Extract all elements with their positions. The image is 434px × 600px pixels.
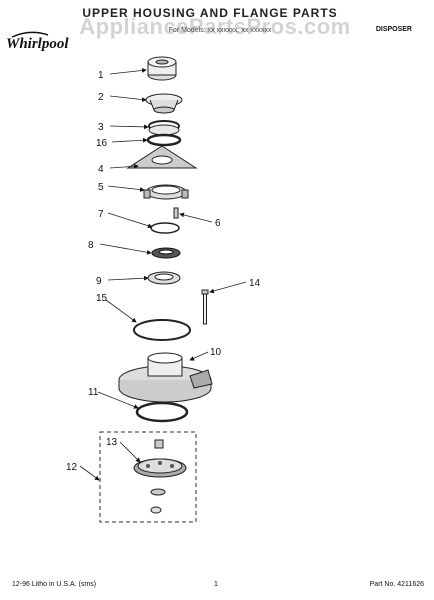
part-11-bottom-gasket <box>135 401 189 423</box>
page-title: UPPER HOUSING AND FLANGE PARTS <box>82 6 338 20</box>
callout-4: 4 <box>98 164 104 175</box>
part-5-mounting-ring <box>143 184 189 200</box>
models-line: For Models: xx xxxxxx, xx xxxxxx <box>168 27 272 34</box>
whirlpool-swoosh-icon <box>11 31 49 38</box>
callout-3: 3 <box>98 122 104 133</box>
leader-lines <box>79 68 247 481</box>
callout-6: 6 <box>215 218 221 229</box>
part-8-fiber-gasket <box>151 247 181 259</box>
footer-page-number: 1 <box>214 581 218 588</box>
part-9-backup-flange <box>147 271 181 285</box>
footer-print-info: 12-96 Litho in U.S.A. (sms) <box>12 581 97 588</box>
callout-2: 2 <box>98 92 104 103</box>
part-3-ring <box>148 120 180 136</box>
part-1-stopper <box>147 56 177 81</box>
callout-10: 10 <box>210 347 222 358</box>
part-2-flange <box>145 93 183 114</box>
part-15-large-gasket <box>133 319 191 341</box>
watermark: AppliancePartsPros.com <box>79 14 351 39</box>
part-14-bolt <box>201 289 209 325</box>
callout-15: 15 <box>96 293 108 304</box>
callout-13: 13 <box>106 437 118 448</box>
part-12-assembly-box <box>99 431 197 523</box>
category-label: DISPOSER <box>375 26 412 33</box>
callout-numbers: 1 2 3 16 4 5 7 6 8 9 14 15 10 11 13 12 <box>66 70 261 473</box>
part-16-gasket <box>146 133 182 147</box>
callout-9: 9 <box>96 276 102 287</box>
part-10-upper-housing <box>118 352 213 403</box>
callout-7: 7 <box>98 209 104 220</box>
footer-part-number: Part No. 4211626 <box>369 581 424 588</box>
callout-11: 11 <box>88 387 99 398</box>
whirlpool-logo: Whirlpool <box>6 36 69 52</box>
callout-8: 8 <box>88 240 94 251</box>
callout-12: 12 <box>66 462 78 473</box>
callout-14: 14 <box>249 278 261 289</box>
part-13-impeller <box>133 439 187 514</box>
part-4-mounting-plate <box>126 145 198 169</box>
callout-1: 1 <box>98 70 104 81</box>
part-6-screw <box>173 207 179 219</box>
callout-5: 5 <box>98 182 104 193</box>
part-7-snap-ring <box>150 222 180 234</box>
callout-16: 16 <box>96 138 108 149</box>
